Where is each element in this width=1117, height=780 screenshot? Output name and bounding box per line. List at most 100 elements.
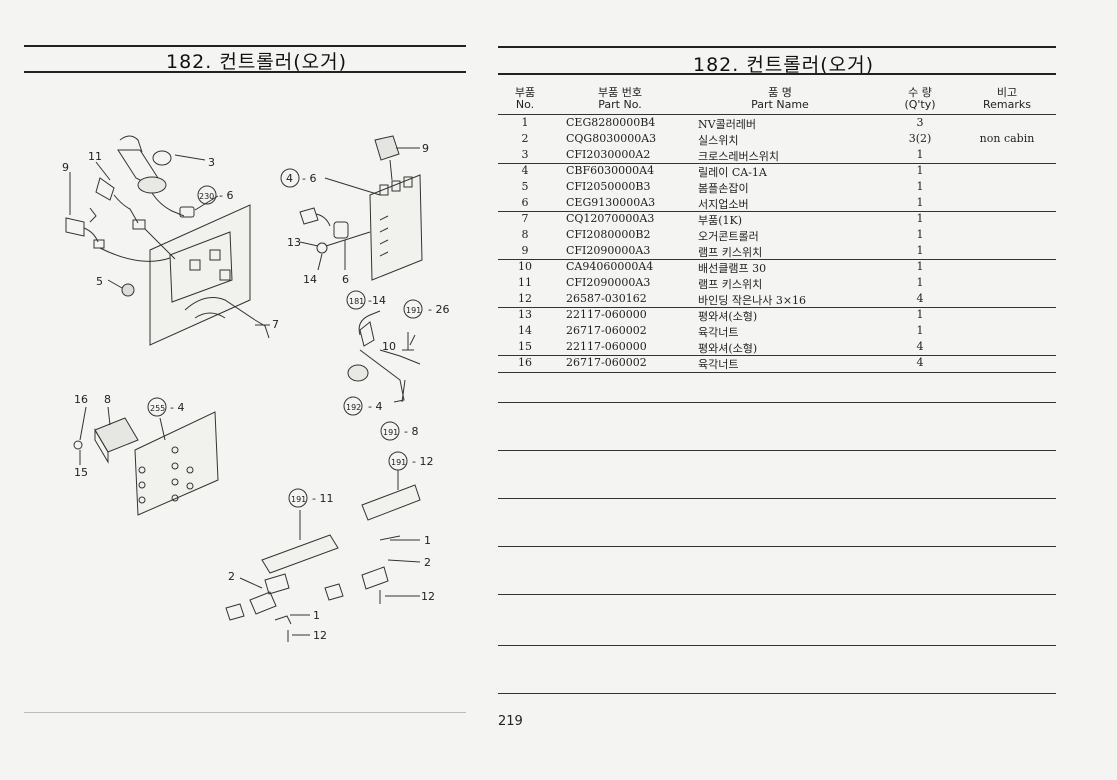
cell-part-no: CQG8030000A3: [566, 132, 657, 145]
left-page-title: 182. 컨트롤러(오거): [166, 51, 348, 73]
cell-name: 배선클램프 30: [698, 262, 767, 275]
cell-name: 오거콘트롤러: [698, 230, 759, 243]
cell-part-no: CEG9130000A3: [566, 196, 656, 209]
cell-no: 2: [521, 132, 529, 145]
cell-part-no: 22117-060000: [566, 340, 647, 353]
label-9a: 9: [62, 161, 69, 174]
cell-no: 9: [521, 244, 529, 257]
cell-name: 램프 키스위치: [698, 278, 763, 291]
cell-no: 15: [518, 340, 532, 353]
empty-rule-4: [498, 546, 1056, 547]
cell-part-no: CFI2050000B3: [566, 180, 651, 193]
cell-part-no: 26717-060002: [566, 324, 647, 337]
callout-255: 255: [150, 404, 165, 413]
cell-part-no: CEG8280000B4: [566, 116, 656, 129]
cell-no: 6: [521, 196, 529, 209]
cell-qty: 1: [916, 212, 924, 225]
cell-part-no: CFI2030000A2: [566, 148, 651, 161]
label-5: 5: [96, 275, 103, 288]
cell-qty: 4: [916, 292, 924, 305]
cell-part-no: CFI2080000B2: [566, 228, 651, 241]
cell-name: 평와셔(소형): [698, 342, 758, 355]
header-part-name: 품 명 Part Name: [751, 86, 809, 111]
cell-no: 12: [518, 292, 532, 305]
label-dash-14: -14: [368, 294, 386, 307]
cell-part-no: CFI2090000A3: [566, 276, 651, 289]
cell-name: 크로스레버스위치: [698, 150, 779, 163]
cell-part-no: 26717-060002: [566, 356, 647, 369]
group-separator: [498, 355, 1056, 356]
cell-no: 1: [521, 116, 529, 129]
label-dash-11: - 11: [312, 492, 333, 505]
cell-part-no: CA94060000A4: [566, 260, 654, 273]
cell-qty: 1: [916, 196, 924, 209]
cell-part-no: CFI2090000A3: [566, 244, 651, 257]
label-2a: 2: [228, 570, 235, 583]
cell-name: 육각너트: [698, 326, 739, 339]
cell-name: 봄플손잡이: [698, 182, 749, 195]
cell-qty: 4: [916, 340, 924, 353]
empty-rule-2: [498, 450, 1056, 451]
cell-name: 평와셔(소형): [698, 310, 758, 323]
empty-rule-7: [498, 693, 1056, 694]
label-13: 13: [287, 236, 301, 249]
label-15: 15: [74, 466, 88, 479]
right-top-rule: [498, 46, 1056, 48]
cell-part-no: 22117-060000: [566, 308, 647, 321]
left-bottom-rule: [24, 712, 466, 713]
label-9b: 9: [422, 142, 429, 155]
cell-no: 5: [521, 180, 529, 193]
label-dash-26: - 26: [428, 303, 449, 316]
cell-name: 바인딩 작은나사 3×16: [698, 294, 807, 307]
label-16: 16: [74, 393, 88, 406]
cell-qty: 1: [916, 180, 924, 193]
cell-no: 10: [518, 260, 532, 273]
label-dash-6b: - 6: [302, 172, 316, 185]
cell-name: 부품(1K): [698, 214, 743, 227]
cell-name: 서지업소버: [698, 198, 749, 211]
cell-qty: 1: [916, 164, 924, 177]
callout-181: 181: [349, 297, 364, 306]
label-1b: 1: [313, 609, 320, 622]
group-separator: [498, 307, 1056, 308]
cell-qty: 1: [916, 244, 924, 257]
group-separator: [498, 211, 1056, 212]
cell-qty: 1: [916, 260, 924, 273]
empty-rule-3: [498, 498, 1056, 499]
left-top-rule: [24, 45, 466, 47]
cell-no: 7: [521, 212, 529, 225]
cell-no: 13: [518, 308, 532, 321]
header-rule: [498, 114, 1056, 115]
cell-name: 램프 키스위치: [698, 246, 763, 259]
label-1a: 1: [424, 534, 431, 547]
page-number: 219: [498, 714, 523, 729]
exploded-parts-diagram: 9 11 3 230 - 6 4 - 6 9 13 14 6 5 7 181 -…: [62, 135, 449, 642]
callout-191a: 191: [406, 306, 421, 315]
group-separator: [498, 259, 1056, 260]
cell-part-no: 26587-030162: [566, 292, 647, 305]
label-6: 6: [342, 273, 349, 286]
callout-191c: 191: [391, 458, 406, 467]
cell-no: 3: [521, 148, 529, 161]
group-separator: [498, 163, 1056, 164]
cell-no: 14: [518, 324, 532, 337]
header-no: 부품 No.: [514, 86, 536, 111]
label-10: 10: [382, 340, 396, 353]
label-11: 11: [88, 150, 102, 163]
cell-part-no: CQ12070000A3: [566, 212, 655, 225]
cell-no: 11: [518, 276, 532, 289]
label-dash-12a: - 12: [412, 455, 433, 468]
label-dash-6a: - 6: [219, 189, 233, 202]
cell-qty: 3: [916, 116, 924, 129]
label-dash-8: - 8: [404, 425, 418, 438]
empty-rule-1: [498, 402, 1056, 403]
left-title-underline: [24, 71, 466, 73]
label-2b: 2: [424, 556, 431, 569]
cell-name: NV콜러레버: [698, 118, 757, 131]
label-dash-4a: - 4: [368, 400, 382, 413]
cell-qty: 1: [916, 324, 924, 337]
label-12a: 12: [421, 590, 435, 603]
cell-qty: 3(2): [908, 132, 932, 145]
cell-qty: 1: [916, 308, 924, 321]
label-dash-4b: - 4: [170, 401, 184, 414]
